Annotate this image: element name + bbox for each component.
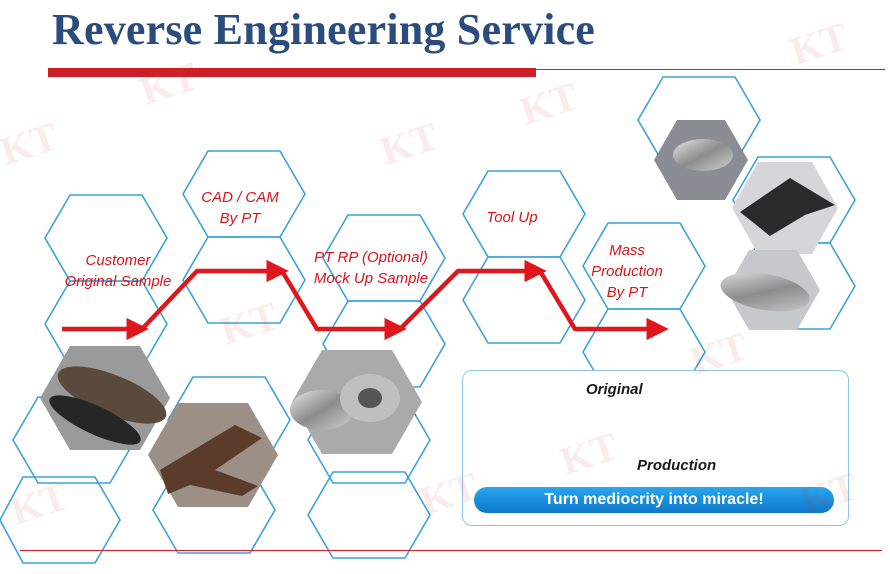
- production-part-photo-2: [732, 162, 838, 254]
- process-arrow: [62, 259, 669, 341]
- step-rp-mockup: PT RP (Optional) Mock Up Sample: [313, 249, 429, 287]
- original-label: Original: [586, 381, 643, 398]
- step-tool-up: Tool Up: [486, 209, 538, 226]
- footer-rule: [20, 550, 882, 551]
- original-sample-photo: [40, 346, 170, 450]
- step-mass-production: Mass Production By PT: [591, 242, 663, 301]
- production-part-photo-3: [720, 250, 820, 330]
- page-title: Reverse Engineering Service: [52, 5, 596, 54]
- production-part-photo-1: [654, 120, 748, 200]
- title-underline-thin: [536, 69, 885, 70]
- step-cad-cam: CAD / CAM By PT: [201, 189, 279, 227]
- rp-mockup-photo: [290, 350, 422, 454]
- step-customer-original-sample: Customer Original Sample: [64, 252, 172, 290]
- production-label: Production: [637, 457, 717, 474]
- bracket-part-photo: [148, 403, 278, 507]
- slogan-banner: Turn mediocrity into miracle!: [474, 487, 834, 513]
- title-underline-thick: [48, 68, 536, 77]
